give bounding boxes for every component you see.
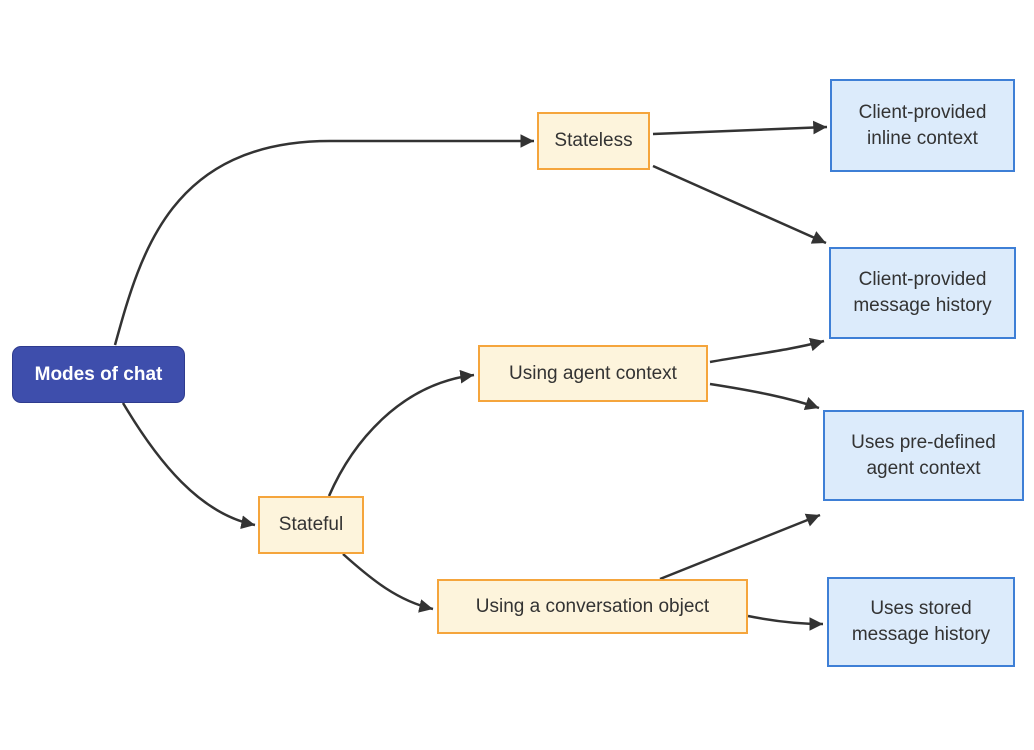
node-uses-stored-message-history-label: Uses stored message history bbox=[851, 598, 991, 645]
node-modes-of-chat-label: Modes of chat bbox=[34, 363, 163, 385]
node-stateful-label: Stateful bbox=[278, 514, 344, 535]
edge-stateful-to-using-a-conversation-object bbox=[342, 553, 434, 613]
node-using-a-conversation-object: Using a conversation object bbox=[437, 579, 748, 634]
edge-stateless-to-client-provided-message-history bbox=[652, 164, 827, 245]
node-using-a-conversation-object-label: Using a conversation object bbox=[475, 595, 710, 617]
edge-using-a-conversation-object-to-uses-pre-defined-agent-context bbox=[659, 513, 821, 581]
node-uses-pre-defined-agent-context: Uses pre-defined agent context bbox=[823, 410, 1024, 501]
edge-using-agent-context-to-client-provided-message-history bbox=[709, 337, 825, 364]
node-stateless-label: Stateless bbox=[554, 130, 633, 151]
node-client-provided-inline-context: Client-provided inline context bbox=[830, 79, 1015, 172]
edge-modes-of-chat-to-stateless bbox=[113, 134, 534, 346]
node-stateful: Stateful bbox=[258, 496, 364, 554]
node-uses-stored-message-history: Uses stored message history bbox=[827, 577, 1015, 667]
edge-using-agent-context-to-uses-pre-defined-agent-context bbox=[709, 382, 820, 411]
edge-modes-of-chat-to-stateful bbox=[121, 402, 256, 530]
node-uses-pre-defined-agent-context-label: Uses pre-defined agent context bbox=[851, 431, 996, 479]
edge-stateful-to-using-agent-context bbox=[327, 369, 475, 497]
node-using-agent-context-label: Using agent context bbox=[509, 362, 677, 384]
node-client-provided-message-history-label: Client-provided message history bbox=[853, 269, 992, 316]
node-modes-of-chat: Modes of chat bbox=[12, 346, 185, 403]
node-using-agent-context: Using agent context bbox=[478, 345, 708, 402]
node-client-provided-message-history: Client-provided message history bbox=[829, 247, 1016, 339]
edge-stateless-to-client-provided-inline-context bbox=[652, 120, 828, 136]
edge-using-a-conversation-object-to-uses-stored-message-history bbox=[747, 614, 824, 631]
node-client-provided-inline-context-label: Client-provided inline context bbox=[858, 101, 987, 149]
node-stateless: Stateless bbox=[537, 112, 650, 170]
